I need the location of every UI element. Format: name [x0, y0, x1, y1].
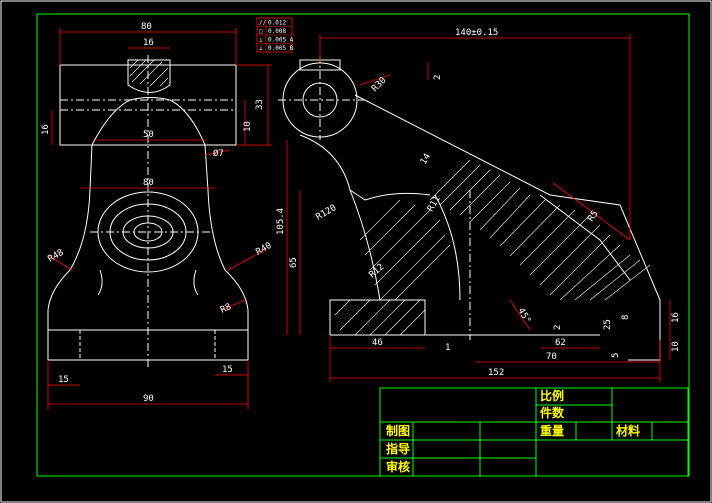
- tol-val-2: 0.008: [268, 28, 286, 35]
- dim-5: 5: [611, 353, 621, 358]
- side-hatch: [334, 159, 651, 336]
- dim-r12: R12: [368, 262, 387, 280]
- dim-50: 50: [143, 130, 154, 140]
- dim-25: 25: [603, 319, 613, 330]
- dim-r120: R120: [315, 203, 339, 223]
- dim-phi7: Ø7: [213, 148, 224, 159]
- label-drawn: 制图: [386, 423, 410, 438]
- title-block: [379, 387, 689, 477]
- tolerance-frame: // 0.012 □ 0.008 ⊥ 0.005 A ⊥ 0.005 B: [256, 17, 294, 53]
- dim-16-left: 16: [41, 124, 51, 135]
- label-guide: 指导: [386, 441, 410, 456]
- dim-80-base: 80: [143, 178, 154, 188]
- title-block-labels: 比例 件数 重量 材料 制图 指导 审核: [386, 388, 640, 474]
- dim-r48: R48: [47, 248, 66, 265]
- dim-15-right: 15: [222, 365, 233, 375]
- dim-15-left: 15: [58, 375, 69, 385]
- dim-16-side: 16: [671, 312, 681, 323]
- label-weight: 重量: [540, 423, 564, 438]
- dim-r40: R40: [255, 241, 274, 258]
- dim-65: 65: [289, 257, 299, 268]
- tol-sym-2: □: [259, 28, 263, 35]
- label-quantity: 件数: [540, 405, 565, 420]
- front-view: [47, 55, 249, 370]
- front-dimension-labels: 80 16 50 80 90 15 15 33 10 16 R48 R40 R8…: [41, 22, 274, 404]
- dim-105: 105.4: [276, 208, 286, 235]
- tol-sym-4: ⊥: [259, 45, 263, 52]
- tol-val-3: 0.005 A: [268, 37, 294, 44]
- dim-140: 140±0.15: [455, 28, 498, 38]
- dim-10-side: 10: [671, 341, 681, 352]
- front-slot-hatch: [129, 59, 169, 87]
- dim-10: 10: [243, 121, 253, 132]
- dim-8: 8: [621, 315, 631, 320]
- tol-sym-3: ⊥: [259, 37, 263, 44]
- dim-2-top: 2: [433, 75, 443, 80]
- side-dimension-labels: 140±0.15 2 R30 14 R120 R11 R12 105.4 65 …: [276, 28, 681, 378]
- dim-45deg: 45°: [515, 307, 532, 326]
- dim-r8: R8: [219, 302, 233, 316]
- dim-70: 70: [546, 352, 557, 362]
- dim-r30: R30: [370, 76, 389, 95]
- label-material: 材料: [615, 423, 640, 438]
- dim-46: 46: [372, 338, 383, 348]
- dim-2-side: 2: [553, 325, 563, 330]
- tol-sym-1: //: [259, 20, 267, 27]
- drawing-frame: [36, 13, 690, 477]
- dim-14: 14: [419, 152, 433, 166]
- label-check: 审核: [386, 459, 410, 474]
- dim-16: 16: [143, 38, 154, 48]
- tol-val-4: 0.005 B: [268, 45, 294, 52]
- label-scale: 比例: [540, 388, 564, 403]
- side-view: [278, 55, 661, 361]
- dim-62: 62: [555, 338, 566, 348]
- dim-80-top: 80: [141, 22, 152, 32]
- side-dimensions: [286, 34, 671, 382]
- tol-val-1: 0.012: [268, 20, 286, 27]
- dim-33: 33: [255, 99, 265, 110]
- front-dimensions: [47, 28, 272, 410]
- dim-1: 1: [445, 343, 450, 353]
- dim-90: 90: [143, 394, 154, 404]
- dim-152: 152: [488, 368, 504, 378]
- dim-r5: R5: [586, 209, 600, 224]
